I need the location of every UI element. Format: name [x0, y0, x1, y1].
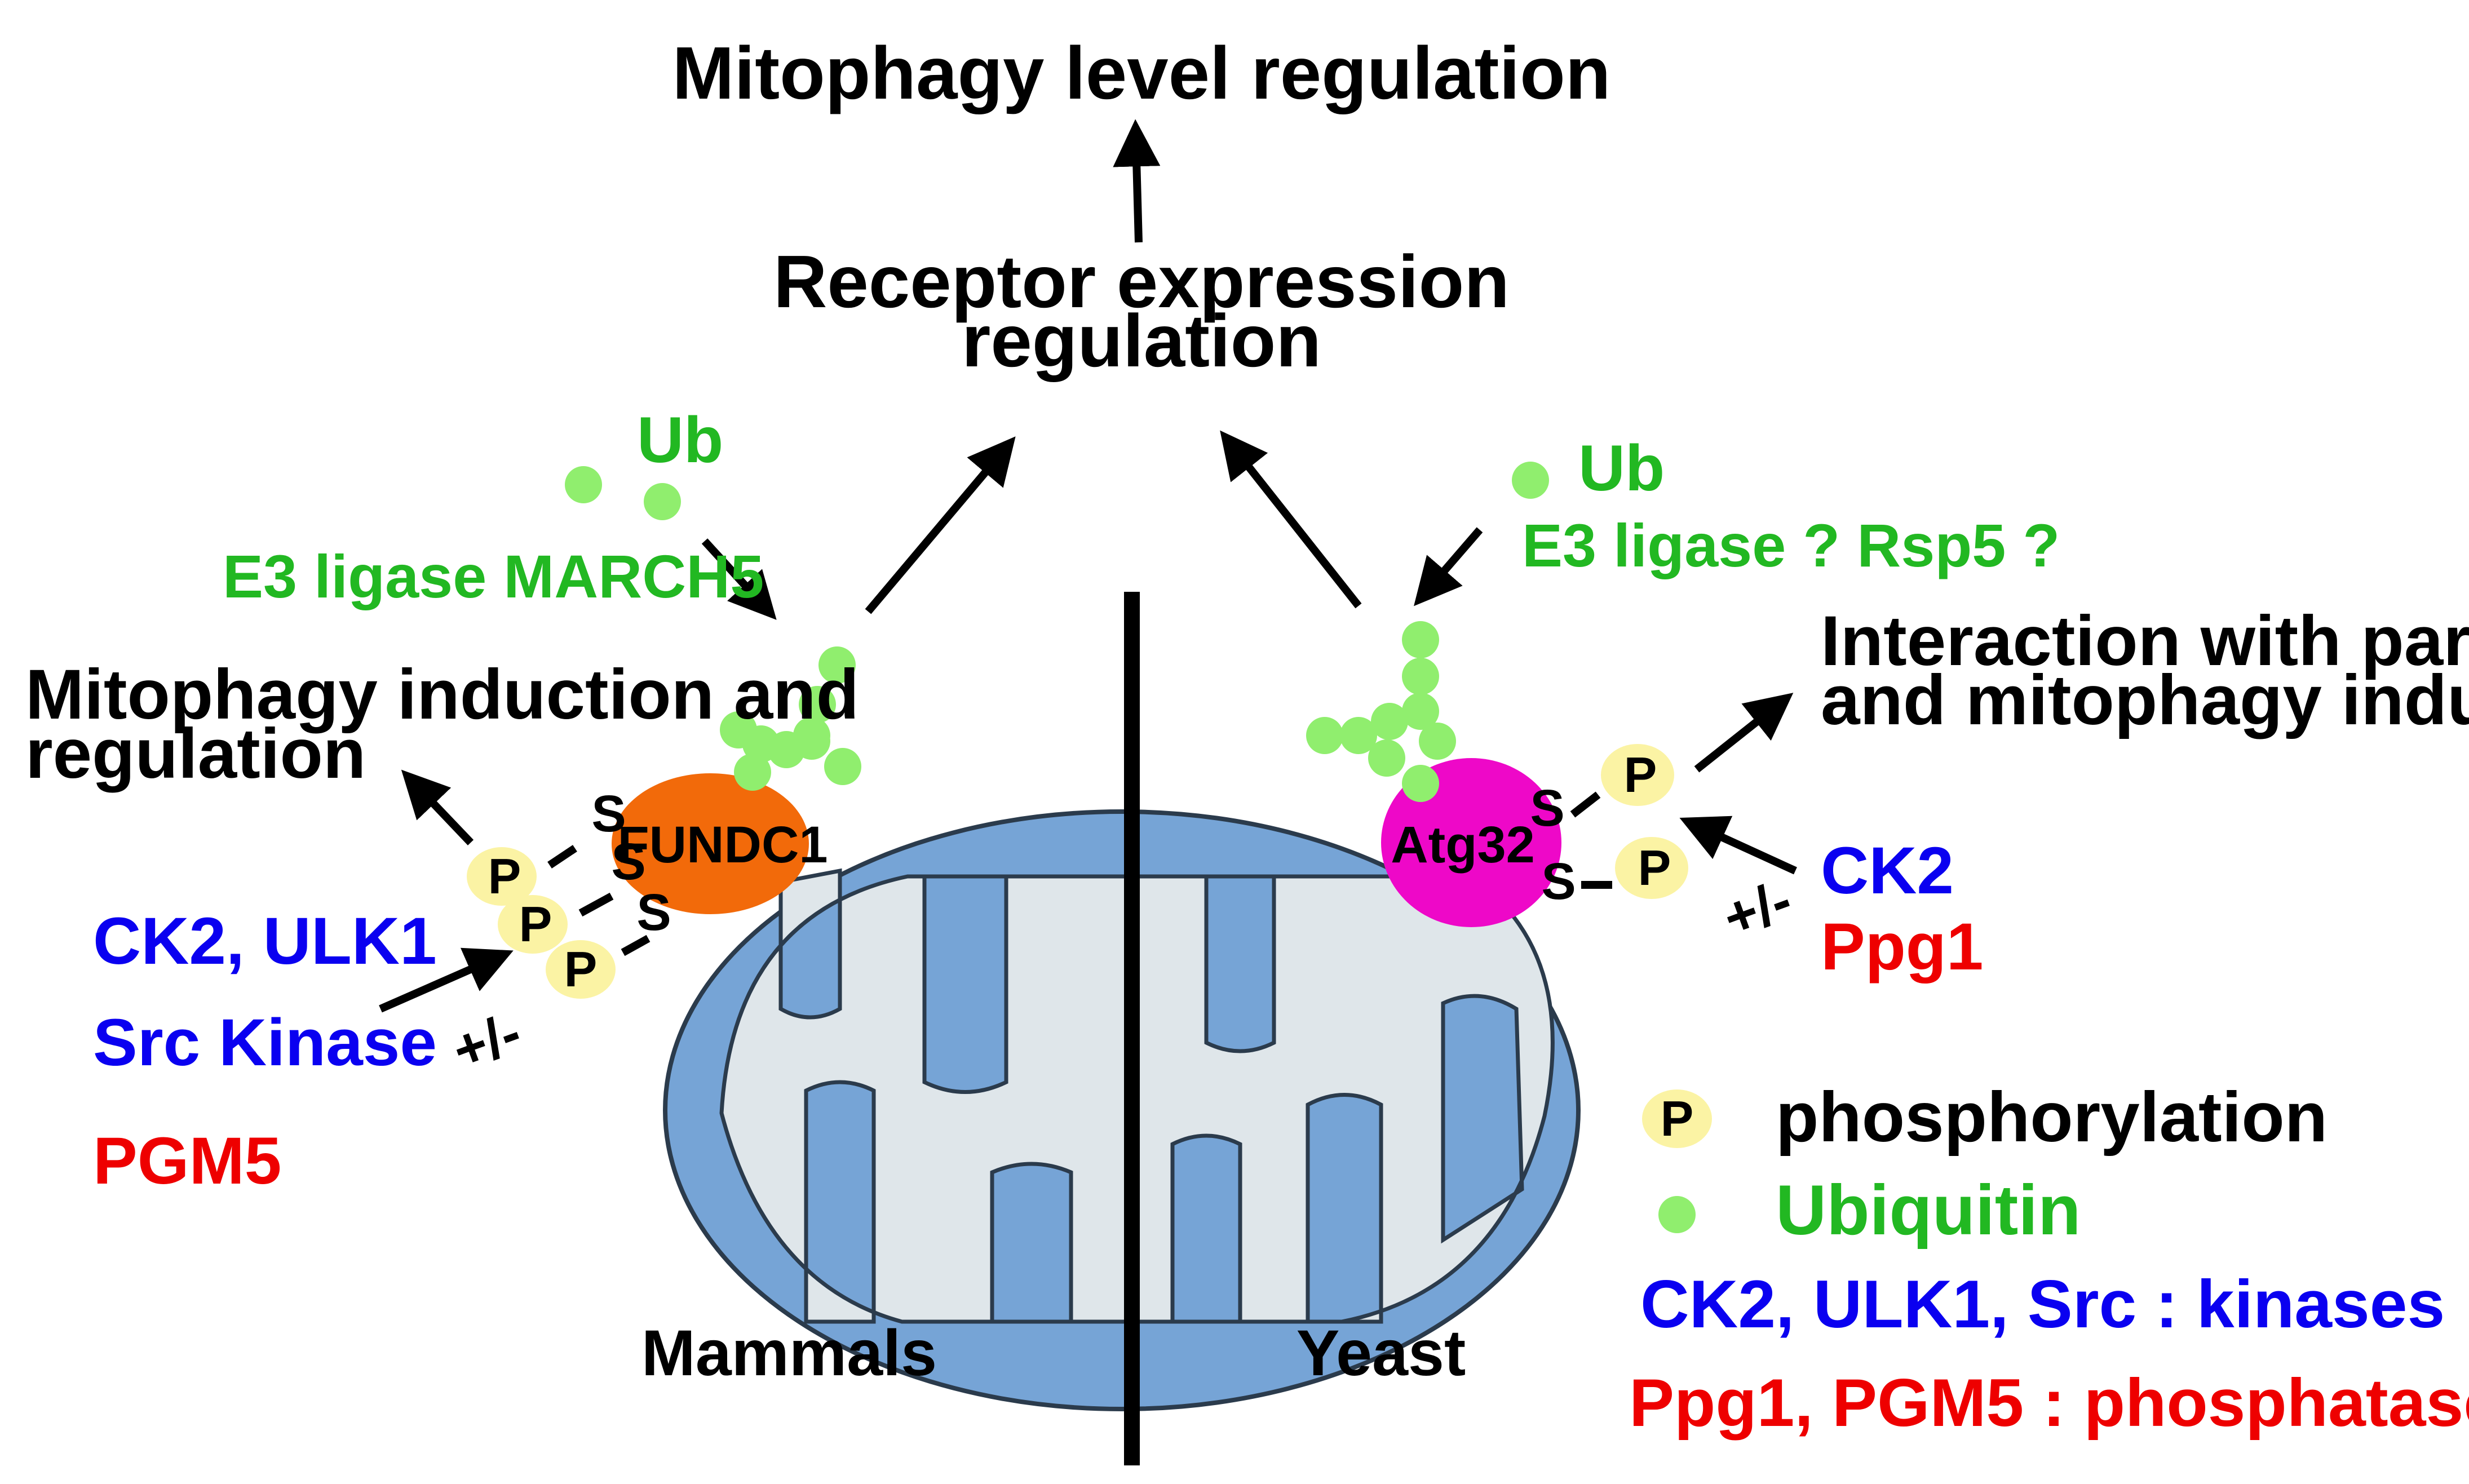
phospho-circle	[1615, 837, 1688, 899]
phosphatase-right: Ppg1	[1821, 910, 1984, 984]
legend-kinases: CK2, ULK1, Src : kinases	[1640, 1266, 2445, 1342]
phospho-sites-left: P P P S S S	[467, 785, 671, 999]
ubiquitin-dot	[793, 723, 830, 760]
legend: P phosphorylation Ubiquitin CK2, ULK1, S…	[1629, 1078, 2469, 1441]
arrow-phospho-to-interaction	[1694, 693, 1794, 773]
phospho-p-label: P	[519, 896, 552, 952]
kinases-left-line1: CK2, ULK1	[93, 904, 437, 978]
phospho-p-label: P	[564, 941, 598, 997]
ubiquitin-chain-left	[565, 466, 861, 791]
arrow-e3-left-to-fundc1	[701, 538, 777, 620]
ubiquitin-dot	[1371, 703, 1408, 740]
atg32-label: Atg32	[1391, 816, 1535, 874]
e3-ligase-left: E3 ligase MARCH5	[223, 542, 764, 610]
phospho-p-label: P	[1624, 747, 1657, 803]
p-s-bond	[578, 892, 614, 917]
arrow-kinases-right-to-phospho	[1679, 816, 1797, 875]
ubiquitin-dot	[824, 748, 861, 785]
kinases-left-line2: Src Kinase	[93, 1005, 437, 1080]
ubiquitin-dot	[1368, 739, 1405, 777]
arrow-e3-right-to-atg32	[1414, 527, 1483, 606]
ubiquitin-dot	[1402, 765, 1439, 802]
ubiquitin-dot	[818, 646, 856, 684]
interaction-right-line2: and mitophagy induction	[1821, 661, 2469, 739]
serine-label: S	[636, 884, 671, 941]
legend-ubiquitin-icon	[1658, 1196, 1696, 1233]
arrow-fundc1-to-expression	[865, 436, 1016, 614]
legend-phosphatases: Ppg1, PGM5 : phosphatases	[1629, 1365, 2469, 1441]
ubiquitin-dot	[1402, 621, 1439, 658]
legend-phospho-p: P	[1661, 1091, 1694, 1146]
p-s-bond	[621, 934, 651, 956]
ubiquitin-dot	[1402, 693, 1439, 730]
legend-ubiquitin: Ubiquitin	[1776, 1171, 2081, 1250]
serine-label: S	[611, 833, 645, 891]
p-s-bond	[547, 845, 577, 869]
serine-label: S	[591, 785, 626, 843]
arrow-receptor-to-level	[1113, 119, 1161, 243]
legend-phosphorylation: phosphorylation	[1776, 1078, 2328, 1157]
ubiquitin-chain-right	[1306, 462, 1549, 802]
phospho-sites-right: P P S S	[1530, 744, 1688, 910]
ub-label-left: Ub	[637, 404, 723, 476]
organism-yeast: Yeast	[1297, 1317, 1466, 1389]
fundc1-receptor	[612, 773, 809, 914]
phospho-p-label: P	[1638, 840, 1671, 896]
serine-label: S	[1541, 853, 1576, 910]
plusminus-right: +/-	[1715, 868, 1800, 950]
phosphatase-left: PGM5	[93, 1124, 281, 1198]
arrow-atg32-to-expression	[1220, 430, 1362, 609]
s-p-bond	[1570, 791, 1601, 818]
ubiquitin-dot	[1402, 658, 1439, 695]
ubiquitin-dot	[1340, 717, 1377, 754]
induction-left-line1: Mitophagy induction and	[25, 655, 859, 734]
fundc1-label: FUNDC1	[617, 816, 828, 874]
phospho-circle	[546, 940, 616, 999]
phospho-circle	[498, 895, 568, 954]
induction-left-line2: regulation	[25, 715, 366, 793]
serine-label: S	[1530, 779, 1564, 837]
arrows	[379, 119, 1797, 1013]
ubiquitin-dot	[1419, 723, 1456, 760]
ubiquitin-dot	[644, 483, 681, 520]
receptor-expression-line2: regulation	[962, 299, 1321, 382]
ubiquitin-dot	[799, 686, 836, 723]
e3-ligase-right: E3 ligase ? Rsp5 ?	[1522, 511, 2060, 579]
kinase-right: CK2	[1821, 834, 1954, 908]
phospho-circle	[467, 847, 537, 906]
phospho-p-label: P	[488, 848, 521, 904]
ubiquitin-dot	[734, 754, 771, 791]
legend-phospho-icon	[1642, 1089, 1712, 1148]
phospho-circle	[1601, 744, 1674, 806]
interaction-right-line1: Interaction with partners	[1821, 602, 2469, 680]
ub-label-right: Ub	[1578, 432, 1665, 504]
ubiquitin-dot	[720, 711, 757, 748]
ubiquitin-dot	[565, 466, 602, 503]
receptor-expression-line1: Receptor expression	[773, 240, 1510, 323]
ubiquitin-dot	[1306, 717, 1343, 754]
arrow-kinases-left-to-phospho	[379, 947, 514, 1013]
arrow-phospho-to-induction	[401, 769, 474, 845]
title-mitophagy-level: Mitophagy level regulation	[672, 32, 1611, 114]
ubiquitin-dot	[1512, 462, 1549, 499]
plusminus-left: +/-	[444, 1000, 529, 1083]
organism-mammals: Mammals	[641, 1317, 937, 1389]
